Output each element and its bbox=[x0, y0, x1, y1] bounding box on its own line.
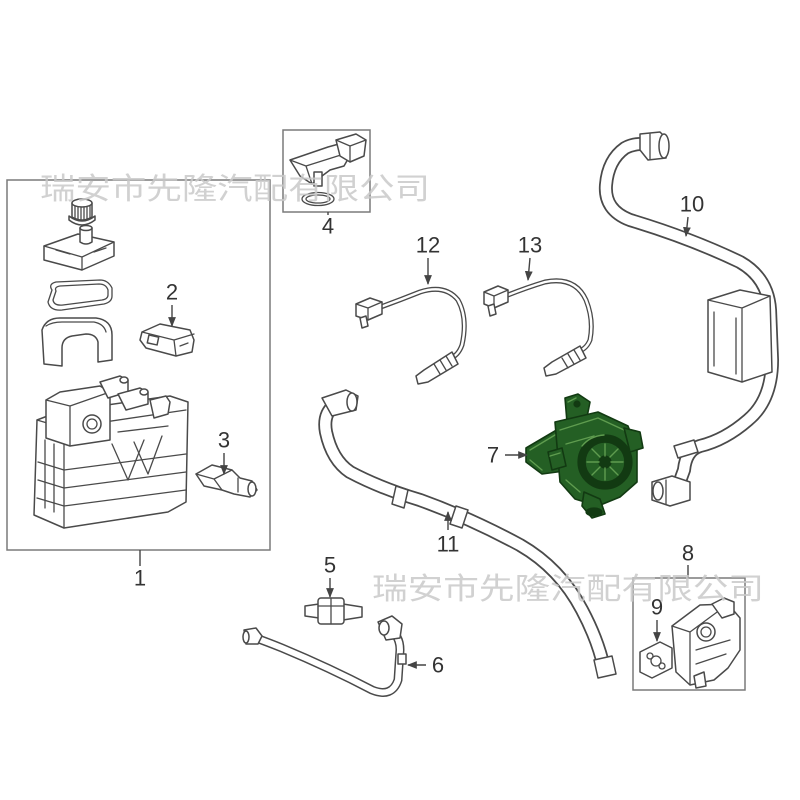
part-13-sensor: 13 bbox=[483, 233, 594, 377]
frame-box-4 bbox=[282, 129, 371, 213]
part-3-elbow-connector bbox=[195, 464, 258, 498]
part-1-gasket bbox=[47, 279, 113, 311]
callout-9: 9 bbox=[651, 595, 663, 620]
callout-4: 4 bbox=[322, 214, 334, 239]
part-7-highlighted-pump: 7 bbox=[487, 393, 644, 519]
arrow-13 bbox=[524, 257, 533, 281]
part-9-gasket bbox=[639, 641, 673, 679]
part-4-sensor bbox=[289, 133, 367, 187]
watermark-top: 瑞安市先隆汽配有限公司 bbox=[40, 172, 430, 207]
watermark-bottom: 瑞安市先隆汽配有限公司 bbox=[372, 572, 764, 607]
callout-8: 8 bbox=[682, 541, 694, 566]
callout-12: 12 bbox=[416, 233, 440, 258]
part-12-sensor: 12 bbox=[355, 233, 467, 385]
part-8-valve-body bbox=[671, 597, 741, 689]
part-1-vent-cap bbox=[43, 224, 115, 271]
callout-7: 7 bbox=[487, 443, 499, 468]
part-1-cap bbox=[68, 198, 96, 226]
part-11-hose: 11 bbox=[318, 389, 617, 679]
callout-5: 5 bbox=[324, 553, 336, 578]
frame-box-1 bbox=[6, 179, 271, 551]
part-2-connector bbox=[139, 323, 195, 357]
frame-box-8 bbox=[632, 577, 746, 691]
part-4-o-ring bbox=[301, 191, 335, 207]
part-10-hose: 10 bbox=[598, 131, 779, 507]
callout-6: 6 bbox=[432, 653, 444, 678]
group-box-4: 4 bbox=[282, 129, 371, 239]
callout-10: 10 bbox=[680, 192, 704, 217]
part-1-canister bbox=[33, 375, 189, 529]
part-6-hose: 6 bbox=[242, 615, 444, 697]
arrow-10 bbox=[683, 216, 691, 237]
callout-3: 3 bbox=[218, 428, 230, 453]
callout-1: 1 bbox=[134, 566, 146, 591]
part-5-valve: 5 bbox=[304, 553, 363, 625]
group-box-1: 1 2 3 bbox=[6, 179, 271, 591]
callout-11: 11 bbox=[437, 532, 460, 557]
callout-13: 13 bbox=[518, 233, 542, 258]
callout-2: 2 bbox=[166, 280, 178, 305]
part-1-clip bbox=[41, 317, 113, 367]
group-box-8: 8 9 bbox=[632, 541, 746, 691]
